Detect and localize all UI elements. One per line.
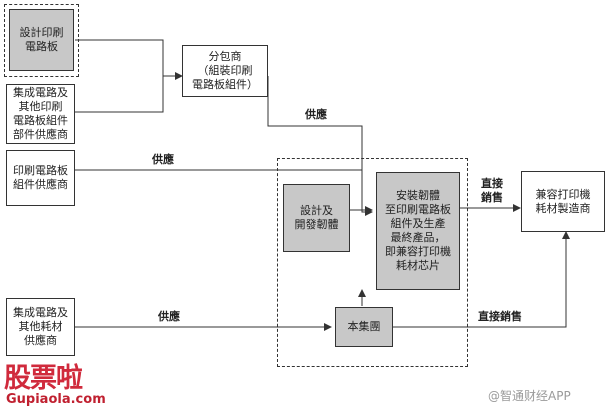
label-direct-sales-top: 直接 銷售 — [481, 177, 503, 204]
ic-consumable-suppliers-box: 集成電路及 其他耗材 供應商 — [6, 298, 75, 356]
edge-group-to-manufacturers — [393, 231, 570, 328]
the-group-box: 本集團 — [335, 307, 393, 347]
install-firmware-box: 安裝韌體 至印刷電路板 組件及生產 最終產品， 即兼容打印機 耗材芯片 — [376, 172, 460, 290]
design-pcb-dashed-frame — [4, 4, 79, 77]
watermark-logo: 股票啦 Gupiaola.com — [4, 356, 122, 410]
ic-suppliers-box: 集成電路及 其他印刷 電路板組件 部件供應商 — [6, 84, 75, 144]
edge-subcontractor-to-frame — [267, 76, 373, 216]
edge-ic-to-subcontractor — [75, 76, 164, 113]
label-supply-bottom: 供應 — [158, 310, 180, 323]
label-direct-sales-bottom: 直接銷售 — [478, 310, 522, 323]
design-pcb-box: 設計印刷 電路板 — [9, 9, 74, 71]
subcontractor-box: 分包商 （組裝印刷 電路板組件） — [182, 45, 268, 97]
design-dev-firmware-box: 設計及 開發韌體 — [283, 184, 350, 252]
edge-design-to-subcontractor — [75, 39, 183, 80]
watermark-source: @智通财经APP — [488, 389, 571, 403]
watermark-logo-chinese: 股票啦 — [4, 363, 83, 394]
manufacturers-box: 兼容打印機 耗材製造商 — [521, 171, 605, 232]
label-supply-top: 供應 — [305, 108, 327, 121]
watermark-logo-url: Gupiaola.com — [6, 392, 106, 407]
pcb-suppliers-box: 印刷電路板 組件供應商 — [6, 150, 75, 206]
group-boundary-frame — [277, 158, 468, 367]
label-supply-mid: 供應 — [152, 153, 174, 166]
